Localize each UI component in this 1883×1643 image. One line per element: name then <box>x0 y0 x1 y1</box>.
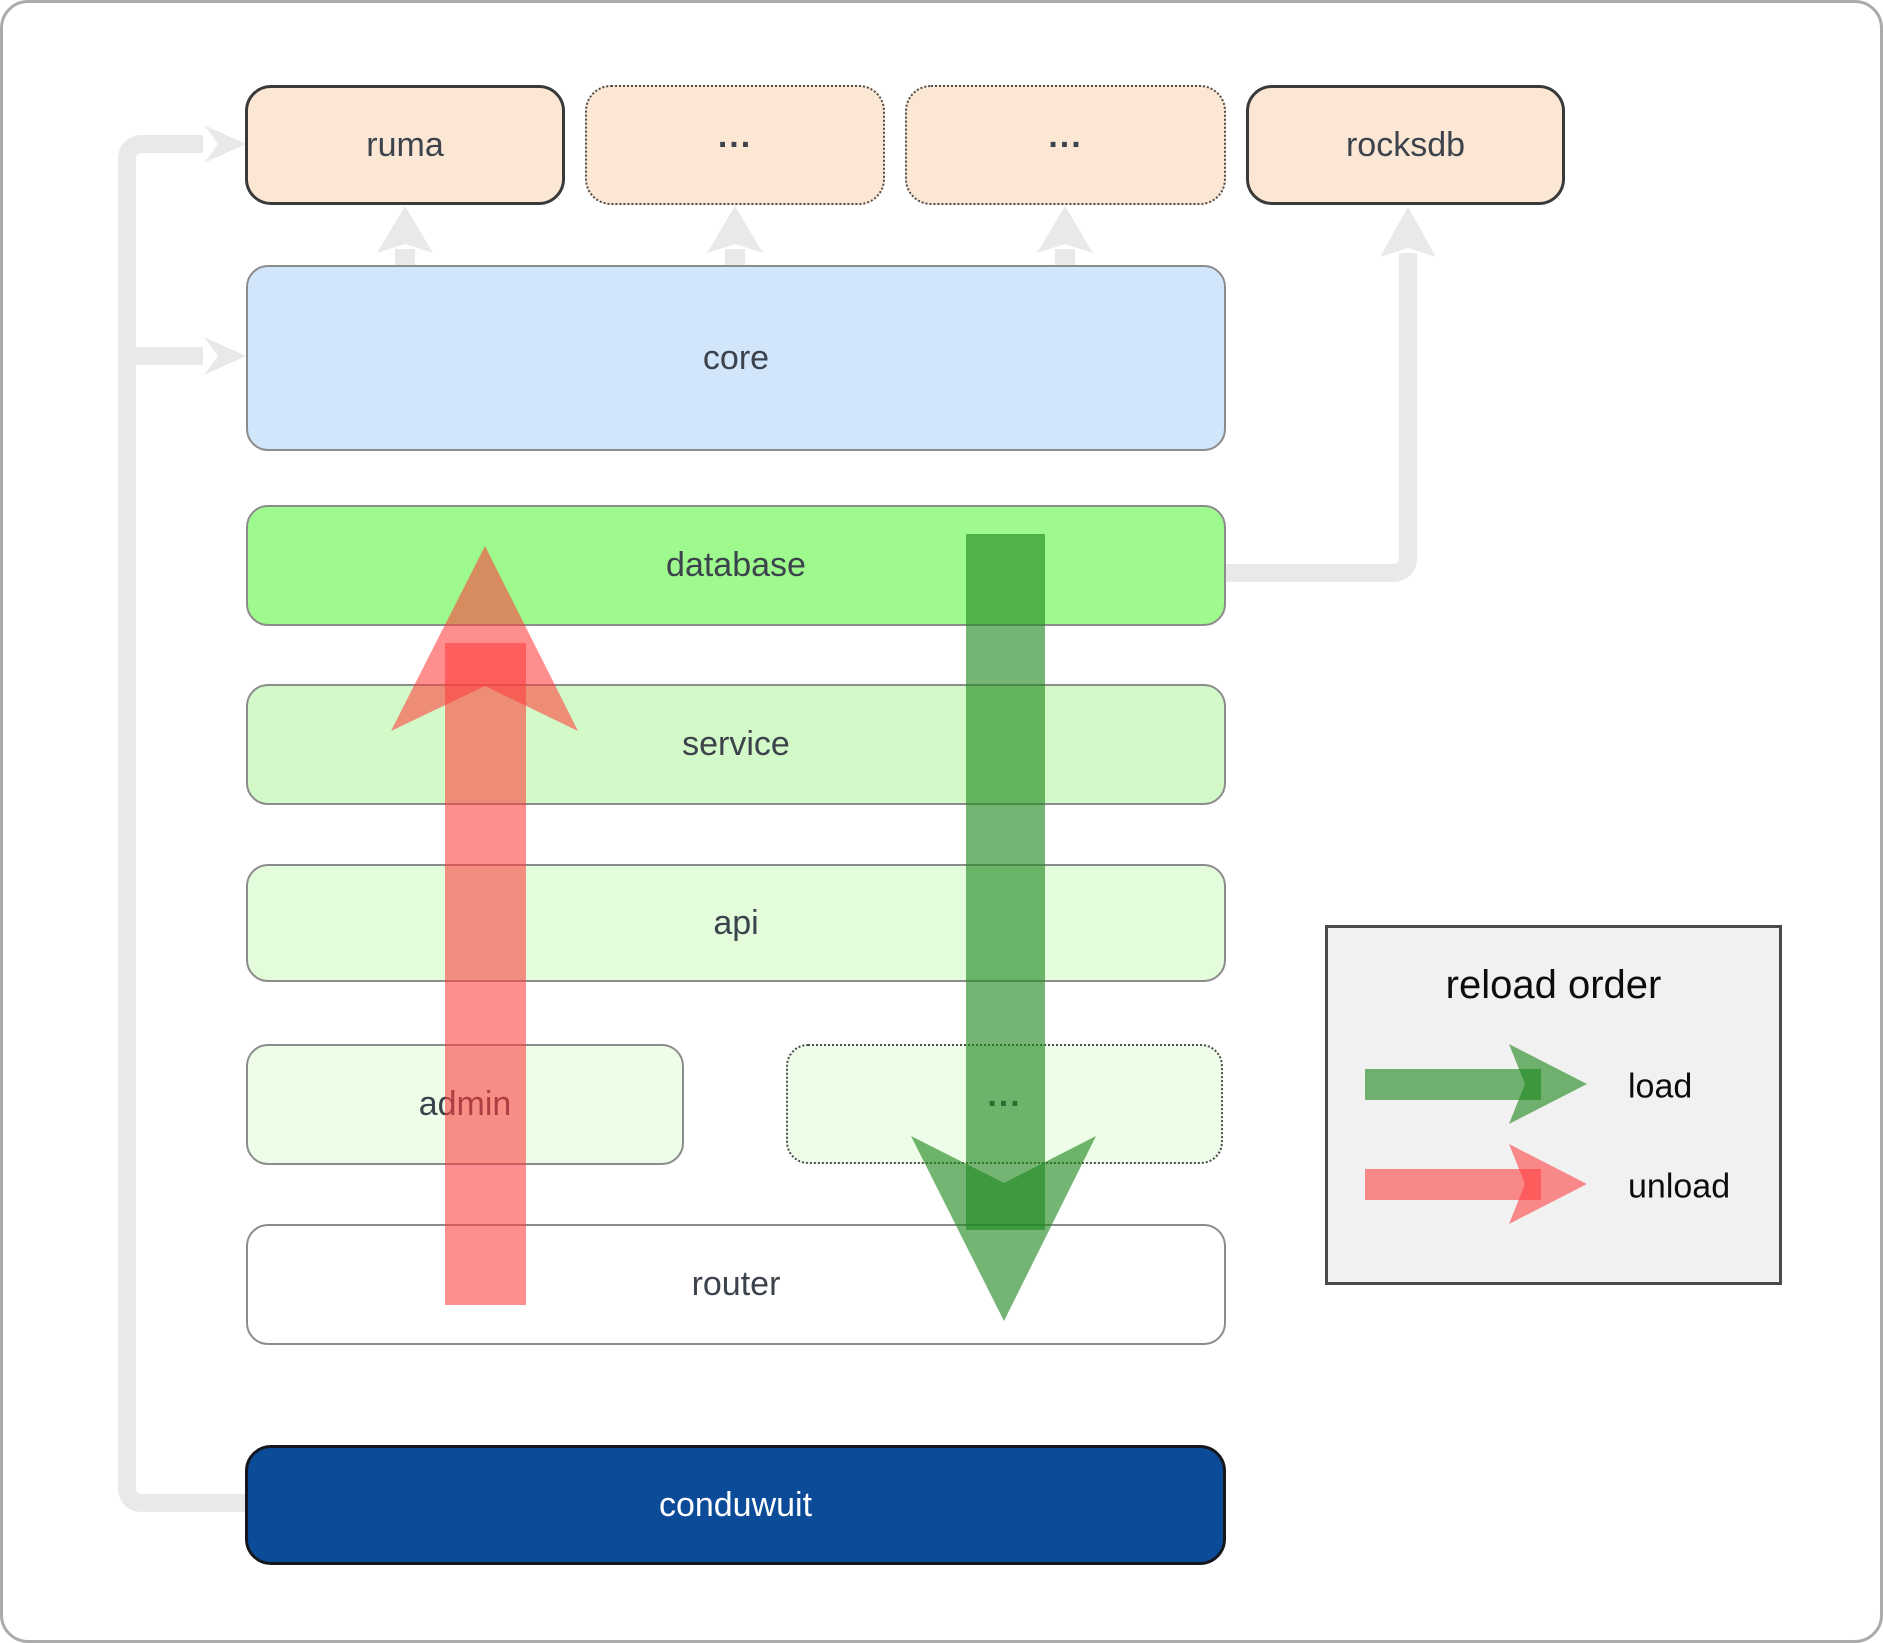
node-ruma-label: ruma <box>366 125 444 164</box>
reload-arrows <box>391 534 1587 1321</box>
connector-database-to-rocksdb <box>1221 253 1417 582</box>
node-router-label: router <box>691 1265 781 1303</box>
node-ellipsis-3: ... <box>786 1044 1223 1164</box>
node-ellipsis-3-label: ... <box>987 1075 1022 1114</box>
node-database: database <box>246 505 1226 626</box>
legend-unload-label: unload <box>1628 1167 1731 1206</box>
node-core-label: core <box>702 338 770 377</box>
legend: reload order load unload <box>1325 925 1782 1285</box>
node-rocksdb: rocksdb <box>1246 85 1565 205</box>
arrowhead-into-core-icon <box>204 337 246 375</box>
node-api-label: api <box>713 903 759 942</box>
node-ellipsis-2-label: ... <box>1048 116 1083 155</box>
node-api: api <box>246 864 1226 982</box>
node-admin-label: admin <box>418 1085 512 1123</box>
node-admin: admin <box>246 1044 684 1165</box>
arrowhead-core-to-ellipsis-2-icon <box>1037 206 1093 253</box>
node-ellipsis-2: ... <box>905 85 1226 205</box>
arrowhead-core-to-ruma-icon <box>377 206 433 253</box>
arrowhead-into-ruma-icon <box>204 125 246 163</box>
node-ruma: ruma <box>245 85 565 205</box>
node-core: core <box>246 265 1226 451</box>
node-conduwuit-label: conduwuit <box>658 1485 813 1524</box>
node-router: router <box>246 1224 1226 1345</box>
node-service-label: service <box>682 725 790 763</box>
legend-title: reload order <box>1445 963 1662 1007</box>
node-ellipsis-1-label: ... <box>717 116 753 155</box>
legend-load-label: load <box>1628 1067 1693 1106</box>
node-conduwuit: conduwuit <box>245 1445 1226 1565</box>
node-rocksdb-label: rocksdb <box>1345 125 1466 164</box>
node-database-label: database <box>666 546 806 584</box>
arrowhead-core-to-ellipsis-1-icon <box>707 206 763 253</box>
connector-conduwuit-to-ruma <box>118 135 249 1512</box>
dependency-connectors <box>118 125 1436 1512</box>
node-service: service <box>246 684 1226 805</box>
node-ellipsis-1: ... <box>585 85 885 205</box>
arrowhead-into-rocksdb-icon <box>1380 207 1436 257</box>
